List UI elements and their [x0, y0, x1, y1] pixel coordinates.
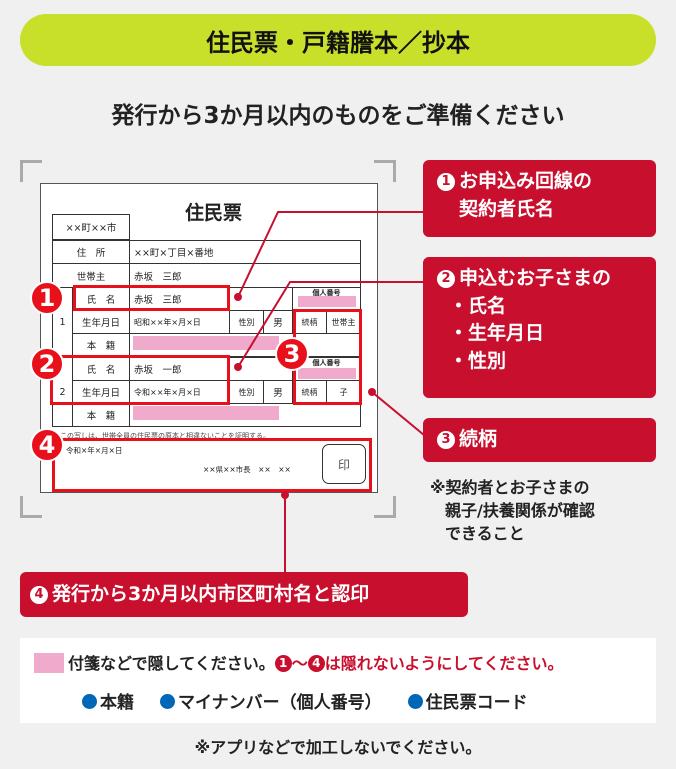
doc-title: 住民票: [185, 202, 243, 224]
hide-item: マイナンバー（個人番号）: [160, 688, 382, 713]
range-to: 4: [307, 655, 325, 672]
hide-items: 本籍 マイナンバー（個人番号） 住民票コード: [82, 688, 528, 713]
header-title: 住民票・戸籍謄本／抄本: [206, 28, 470, 57]
marker-4: 4: [30, 428, 64, 462]
callout-text: 発行から3か月以内市区町村名と認印: [52, 583, 370, 605]
sticky-note: [298, 368, 356, 379]
frame-corner: [374, 160, 396, 182]
issue-date: 令和×年×月×日: [66, 446, 123, 455]
highlight-box-4: [52, 438, 372, 492]
note-line: ※契約者とお子さまの: [430, 478, 590, 497]
callout-text: 契約者氏名: [459, 197, 555, 220]
hide-item: 本籍: [82, 688, 134, 713]
callout-num: 1: [437, 173, 455, 191]
callout-text: 申込むお子さまの: [459, 267, 612, 289]
frame-corner: [374, 496, 396, 518]
callout-num: 2: [437, 270, 455, 288]
bullet-icon: [160, 694, 175, 709]
gender-value: 男: [263, 310, 293, 334]
header-banner: 住民票・戸籍謄本／抄本: [20, 14, 656, 66]
gender-label: 性別: [229, 310, 264, 334]
seal: 印: [322, 444, 366, 484]
hide-item-label: 本籍: [100, 693, 134, 713]
frame-corner: [20, 496, 42, 518]
callout-text: 続柄: [459, 428, 498, 450]
note-line: できること: [445, 524, 525, 544]
note-line: 親子/扶養関係が確認: [445, 501, 595, 521]
sticky-note: [133, 336, 279, 350]
footer-note: ※アプリなどで加工しないでください。: [194, 738, 482, 757]
range-from: 1: [274, 655, 292, 672]
relation-value: 世帯主: [326, 310, 361, 334]
sticky-note: [133, 406, 279, 420]
certify-text: この写しは、世帯全員の住民票の原本と相違ないことを証明する。: [60, 432, 270, 440]
callout-text: ・性別: [449, 349, 507, 372]
callout-num: 4: [30, 586, 48, 604]
bullet-icon: [82, 694, 97, 709]
address-value: ××町×丁目×番地: [129, 240, 361, 264]
sticky-note-swatch: [34, 653, 64, 673]
callout-text: ・氏名: [449, 294, 507, 317]
marker-3: 3: [275, 337, 309, 371]
callout-text: お申込み回線の: [459, 170, 593, 192]
keep-visible-text: は隠れないようにしてください。: [324, 654, 564, 673]
callout-num: 3: [437, 431, 455, 449]
issuer: ××県××市長 ×× ××: [203, 465, 291, 474]
highlight-box-1: [73, 285, 230, 311]
head-label: 世帯主: [52, 263, 130, 288]
frame-corner: [20, 160, 42, 182]
hide-item-label: 住民票コード: [425, 693, 528, 713]
callout-text: ・生年月日: [449, 322, 545, 345]
range-sep: ～: [291, 654, 308, 673]
sticky-note: [298, 296, 356, 307]
municipality: ××町××市: [52, 214, 130, 240]
hide-item: 住民票コード: [407, 688, 528, 713]
marker-2: 2: [30, 347, 64, 381]
relation-note: ※契約者とお子さまの 親子/扶養関係が確認 できること: [430, 476, 595, 546]
hide-text: 付箋などで隠してください。: [68, 654, 275, 673]
dob-value: 昭和××年×月×日: [129, 310, 230, 334]
subtitle: 発行から3か月以内のものをご準備ください: [111, 103, 565, 129]
bullet-icon: [407, 694, 423, 709]
hide-item-label: マイナンバー（個人番号）: [178, 693, 382, 713]
marker-1: 1: [30, 281, 64, 315]
